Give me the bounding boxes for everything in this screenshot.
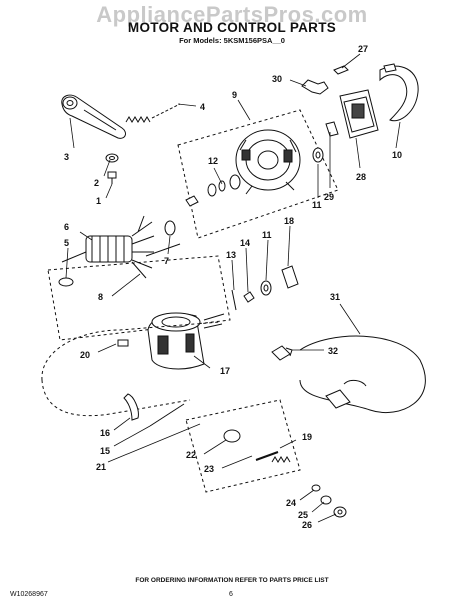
callout-30: 30 (272, 74, 282, 84)
callout-14: 14 (240, 238, 250, 248)
callout-numbers: 1 2 3 4 5 6 7 8 9 10 11 11 12 13 14 15 1… (64, 44, 402, 530)
models-line: For Models: 5KSM156PSA__0 (179, 36, 285, 45)
ordering-footer: FOR ORDERING INFORMATION REFER TO PARTS … (135, 577, 329, 584)
part-stator[interactable] (147, 312, 225, 370)
callout-10: 10 (392, 150, 402, 160)
part-hinge-lever[interactable] (61, 94, 126, 139)
part-speed-control-plate[interactable] (223, 429, 291, 463)
callout-18: 18 (284, 216, 294, 226)
part-speed-arm[interactable] (123, 393, 185, 427)
part-shaft[interactable] (231, 265, 299, 311)
group-box-9 (177, 109, 339, 239)
callout-21: 21 (96, 462, 106, 472)
callout-1: 1 (96, 196, 101, 206)
part-washer-upper[interactable] (312, 147, 324, 163)
part-screw[interactable] (105, 153, 119, 184)
callout-12: 12 (208, 156, 218, 166)
part-control-board[interactable] (325, 89, 379, 139)
document-number: W10268967 (10, 591, 48, 598)
callout-31: 31 (330, 292, 340, 302)
callout-19: 19 (302, 432, 312, 442)
callout-8: 8 (98, 292, 103, 302)
callout-26: 26 (302, 520, 312, 530)
callout-11-upper: 11 (312, 200, 322, 210)
callout-25: 25 (298, 510, 308, 520)
callout-4: 4 (200, 102, 205, 112)
part-brush[interactable] (117, 339, 129, 347)
callout-28: 28 (356, 172, 366, 182)
callout-22: 22 (186, 450, 196, 460)
callout-17: 17 (220, 366, 230, 376)
callout-23: 23 (204, 464, 214, 474)
part-control-bracket[interactable] (301, 65, 349, 95)
callout-32: 32 (328, 346, 338, 356)
part-power-cord[interactable] (299, 335, 426, 414)
callout-20: 20 (80, 350, 90, 360)
part-bearing[interactable] (185, 174, 241, 207)
callout-27: 27 (358, 44, 368, 54)
part-spring[interactable] (125, 103, 181, 123)
callout-3: 3 (64, 152, 69, 162)
watermark: AppliancePartsPros.com (96, 2, 368, 27)
callout-15: 15 (100, 446, 110, 456)
group-box-control (185, 399, 301, 493)
part-cord-grommet-ring[interactable] (379, 63, 419, 122)
callout-24: 24 (286, 498, 296, 508)
part-armature[interactable] (61, 215, 181, 279)
page-title: MOTOR AND CONTROL PARTS (127, 20, 337, 35)
callout-7: 7 (164, 256, 169, 266)
callout-13: 13 (226, 250, 236, 260)
part-strain-relief[interactable] (271, 345, 293, 361)
leader-lines (65, 53, 401, 523)
callout-2: 2 (94, 178, 99, 188)
callout-9: 9 (232, 90, 237, 100)
callout-29: 29 (324, 192, 334, 202)
page-number: 6 (229, 591, 233, 598)
callout-11-lower: 11 (262, 230, 272, 240)
group-box-motor (47, 255, 231, 341)
part-knob-screws[interactable] (311, 484, 347, 518)
part-armature-washers[interactable] (58, 220, 176, 287)
callout-16: 16 (100, 428, 110, 438)
callout-6: 6 (64, 222, 69, 232)
mixer-body-outline (41, 321, 221, 417)
callout-5: 5 (64, 238, 69, 248)
part-end-housing[interactable] (235, 129, 301, 195)
